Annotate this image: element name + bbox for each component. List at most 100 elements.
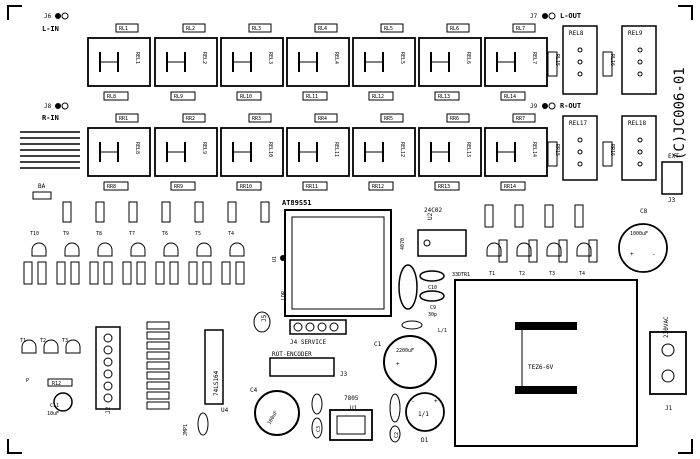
capacitor-c1: C1 2200uF + bbox=[374, 335, 437, 389]
svg-text:REL13: REL13 bbox=[465, 142, 471, 157]
resistor-array bbox=[146, 321, 170, 410]
resistor-rr9: RR9 bbox=[170, 181, 196, 191]
svg-text:RL15: RL15 bbox=[554, 54, 560, 66]
transistor-t4: T4 bbox=[221, 201, 270, 285]
svg-text:10uF: 10uF bbox=[47, 411, 59, 417]
relay-rel2: REL2 bbox=[154, 37, 218, 87]
svg-text:REL9: REL9 bbox=[628, 30, 643, 37]
shift-register-74ls164: 74LS164 U4 bbox=[204, 329, 229, 414]
svg-text:RL4: RL4 bbox=[318, 26, 327, 32]
resistor-rl8: RL8 bbox=[103, 91, 129, 101]
connector-j8: J8 R-IN bbox=[42, 102, 69, 122]
svg-text:RR14: RR14 bbox=[504, 184, 516, 190]
svg-text:REL6: REL6 bbox=[465, 52, 471, 64]
relay-rel17: REL17 bbox=[562, 115, 598, 181]
svg-text:T1: T1 bbox=[489, 271, 495, 277]
transistor-t5: T5 bbox=[188, 201, 237, 285]
resistor-rr5: RR5 bbox=[380, 113, 404, 123]
mains-connector-j1: 230VAC J1 bbox=[649, 316, 687, 412]
svg-text:RR10: RR10 bbox=[240, 184, 252, 190]
connector-j6: J6 L-IN bbox=[42, 12, 69, 33]
svg-text:RR9: RR9 bbox=[174, 184, 183, 190]
regulator-7805: 7805 U1 C3 C2 bbox=[311, 393, 401, 443]
svg-text:+: + bbox=[396, 361, 400, 368]
eeprom-24c02: 24C02 U2 4070 bbox=[400, 207, 467, 257]
svg-text:U2: U2 bbox=[427, 212, 434, 220]
svg-text:U4: U4 bbox=[221, 407, 229, 414]
svg-text:RR7: RR7 bbox=[516, 116, 525, 122]
svg-text:U1: U1 bbox=[272, 256, 278, 262]
svg-text:T2: T2 bbox=[40, 338, 46, 344]
array-resistor bbox=[146, 401, 170, 410]
svg-text:R-IN: R-IN bbox=[42, 114, 59, 122]
svg-text:4070: 4070 bbox=[400, 238, 406, 250]
jumper-jmp1: JMP1 bbox=[183, 412, 209, 436]
svg-text:RL6: RL6 bbox=[450, 26, 459, 32]
svg-text:RR11: RR11 bbox=[306, 184, 318, 190]
resistor-rr13: RR13 bbox=[434, 181, 460, 191]
svg-text:T8: T8 bbox=[96, 231, 102, 237]
svg-text:RL9: RL9 bbox=[174, 94, 183, 100]
svg-text:RR6: RR6 bbox=[450, 116, 459, 122]
resistor-side-relay_row1: RL15 bbox=[547, 51, 560, 77]
relay-rel8: REL8 bbox=[87, 127, 151, 177]
relay-rel9: REL9 bbox=[154, 127, 218, 177]
svg-text:J9: J9 bbox=[530, 103, 538, 110]
service-connector-j4: J4 SERVICE bbox=[289, 319, 347, 346]
relay-rel1: REL1 bbox=[87, 37, 151, 87]
svg-text:C9: C9 bbox=[430, 305, 436, 311]
relay-rel8-right: REL8 bbox=[562, 25, 598, 95]
resistor-rr7: RR7 bbox=[512, 113, 536, 123]
resistor-rl4: RL4 bbox=[314, 23, 338, 33]
svg-text:T5: T5 bbox=[195, 231, 201, 237]
svg-text:U1: U1 bbox=[350, 405, 358, 412]
ext-connector: EXT J3 bbox=[661, 153, 683, 204]
array-resistor bbox=[146, 371, 170, 380]
connector-j7: J7 L-OUT bbox=[530, 12, 581, 20]
array-resistor bbox=[146, 391, 170, 400]
bridge-rectifier-d1: - + 1/1 D1 bbox=[405, 392, 445, 444]
svg-text:RL16: RL16 bbox=[609, 54, 615, 66]
svg-text:RR4: RR4 bbox=[318, 116, 327, 122]
svg-text:RR8: RR8 bbox=[107, 184, 116, 190]
svg-text:J3: J3 bbox=[668, 197, 676, 204]
svg-text:REL11: REL11 bbox=[333, 142, 339, 157]
svg-text:RL2: RL2 bbox=[186, 26, 195, 32]
mcu-at89s51: AT89S51 U1 bbox=[272, 199, 392, 317]
svg-text:J1: J1 bbox=[665, 405, 673, 412]
svg-text:L-IN: L-IN bbox=[42, 25, 59, 33]
svg-text:1000uF: 1000uF bbox=[630, 231, 648, 237]
resistor-rl2: RL2 bbox=[182, 23, 206, 33]
transistor-right-t3: T3 bbox=[544, 204, 568, 277]
svg-text:RL5: RL5 bbox=[384, 26, 393, 32]
svg-text:74LS164: 74LS164 bbox=[213, 370, 220, 396]
relay-row-left: RL1REL1RL8RL2REL2RL9RL3REL3RL10RL4REL4RL… bbox=[87, 23, 615, 101]
array-resistor bbox=[146, 341, 170, 350]
array-resistor bbox=[146, 321, 170, 330]
transformer-tez6: TEZ6-6V bbox=[454, 279, 638, 447]
svg-text:+: + bbox=[630, 251, 634, 258]
resistor-side-relay_row2: RR15 bbox=[547, 141, 560, 167]
svg-text:-: - bbox=[652, 251, 656, 258]
resistor-rl12: RL12 bbox=[368, 91, 394, 101]
svg-text:30p: 30p bbox=[428, 312, 437, 318]
svg-text:L-OUT: L-OUT bbox=[560, 12, 581, 20]
svg-text:REL9: REL9 bbox=[201, 142, 207, 154]
svg-text:REL7: REL7 bbox=[531, 52, 537, 64]
svg-text:REL3: REL3 bbox=[267, 52, 273, 64]
svg-text:T9: T9 bbox=[63, 231, 69, 237]
resistor-rl5: RL5 bbox=[380, 23, 404, 33]
resistor-rr8: RR8 bbox=[103, 181, 129, 191]
svg-text:ROT-ENCODER: ROT-ENCODER bbox=[272, 351, 312, 358]
connector-j2: J2 bbox=[95, 326, 121, 414]
svg-text:J8: J8 bbox=[44, 103, 52, 110]
array-resistor bbox=[146, 381, 170, 390]
svg-text:EXT: EXT bbox=[668, 153, 679, 160]
resistor-rr4: RR4 bbox=[314, 113, 338, 123]
resistor-rr12: RR12 bbox=[368, 181, 394, 191]
svg-text:RL3: RL3 bbox=[252, 26, 261, 32]
resistor-rl13: RL13 bbox=[434, 91, 460, 101]
svg-text:RR3: RR3 bbox=[252, 116, 261, 122]
